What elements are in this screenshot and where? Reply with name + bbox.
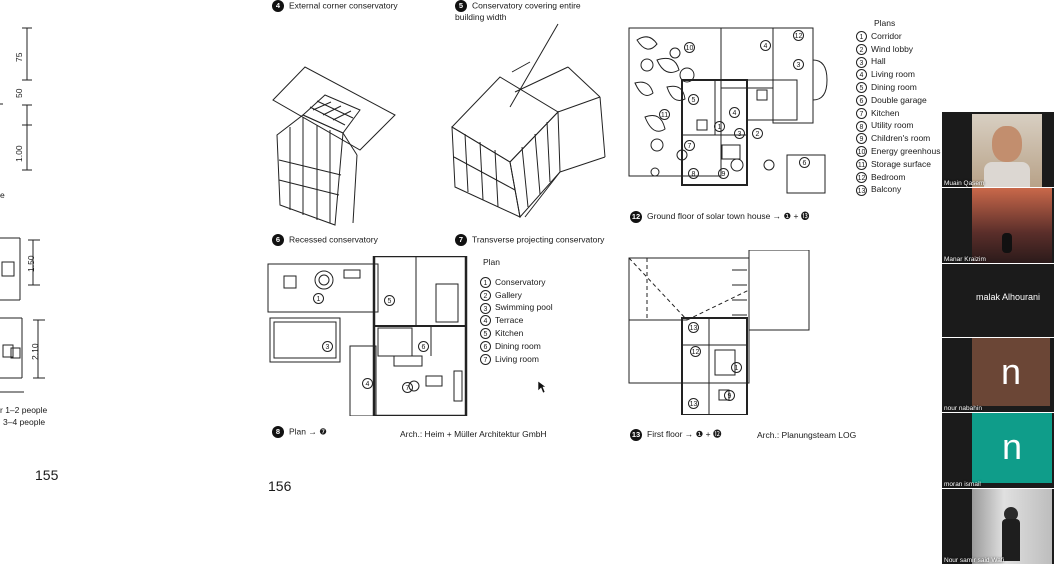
dim-label: 1.00 — [14, 145, 24, 162]
participant-name: Manar Kraizim — [944, 256, 986, 263]
dim-label: 75 — [14, 52, 24, 62]
plan12-label: 3 — [734, 128, 749, 140]
participant-name: nour nabahin — [944, 405, 982, 412]
plan8-label: 5 — [384, 295, 399, 307]
ground-floor-plan-12 — [628, 27, 828, 194]
architect-credit: Arch.: Planungsteam LOG — [757, 430, 857, 440]
note-text: r 1–2 people — [0, 405, 48, 415]
dim-label: 1.50 — [26, 255, 36, 272]
plan12-label: 9 — [718, 168, 733, 180]
plan13-label: 12 — [690, 346, 705, 358]
floor-plan-8 — [267, 256, 468, 416]
plan12-label: 4 — [729, 107, 744, 119]
plan13-label: 13 — [688, 322, 703, 334]
plan8-label: 3 — [322, 341, 337, 353]
participant-tile[interactable]: n moran ismail — [942, 413, 1054, 488]
participant-video-panel: Muain Qasem Manar Kraizim malak Alhouran… — [942, 0, 1054, 571]
conservatory-sketch-5 — [451, 23, 606, 219]
participant-name: moran ismail — [944, 481, 981, 488]
page-number: 155 — [35, 467, 59, 483]
participant-name: malak Alhourani — [976, 292, 1041, 302]
plan12-label: 10 — [684, 42, 699, 54]
participant-tile[interactable]: malak Alhourani — [942, 264, 1054, 337]
plan12-label: 6 — [799, 157, 814, 169]
avatar: n — [972, 338, 1050, 406]
plan8-label: 1 — [313, 293, 328, 305]
plan13-label: 9 — [724, 390, 739, 402]
participant-name: Muain Qasem — [944, 180, 985, 187]
plan12-label: 12 — [793, 30, 808, 42]
avatar: n — [972, 413, 1052, 483]
plan13-label: 1 — [731, 362, 746, 374]
participant-video — [972, 489, 1052, 564]
note-text: 3–4 people — [3, 417, 46, 427]
plan12-label: 1 — [714, 121, 729, 133]
legend-title: Plan — [483, 257, 501, 267]
plan12-label: 3 — [793, 59, 808, 71]
participant-tile[interactable]: Nour samir said Wafi — [942, 489, 1054, 564]
participant-video — [972, 188, 1052, 263]
participant-tile[interactable]: Muain Qasem — [942, 112, 1054, 187]
page-number: 156 — [268, 478, 292, 494]
plan8-label: 7 — [402, 382, 417, 394]
legend-title: Plans — [874, 18, 896, 28]
plan12-label: 2 — [752, 128, 767, 140]
first-floor-plan-13 — [628, 250, 810, 415]
plan12-label: 7 — [684, 140, 699, 152]
shared-document: 75 50 1.00 1.50 2.10 e r 1–2 people 3–4 … — [0, 0, 941, 494]
dim-label: 2.10 — [30, 343, 40, 360]
plan13-label: 13 — [688, 398, 703, 410]
dimension-drawing-left — [0, 27, 45, 393]
text-fragment: e — [0, 190, 5, 200]
architect-credit: Arch.: Heim + Müller Architektur GmbH — [400, 429, 547, 439]
plan12-label: 8 — [688, 168, 703, 180]
participant-tile[interactable]: n nour nabahin — [942, 338, 1054, 412]
plan12-label: 4 — [760, 40, 775, 52]
mouse-cursor-icon — [537, 380, 547, 394]
conservatory-sketch-4 — [272, 66, 396, 226]
dim-label: 50 — [14, 88, 24, 98]
participant-tile[interactable]: Manar Kraizim — [942, 188, 1054, 263]
plan12-label: 11 — [659, 109, 674, 121]
participant-video — [972, 114, 1042, 187]
plan8-label: 4 — [362, 378, 377, 390]
plan12-label: 5 — [688, 94, 703, 106]
participant-name: Nour samir said Wafi — [944, 557, 1005, 564]
plan8-label: 6 — [418, 341, 433, 353]
